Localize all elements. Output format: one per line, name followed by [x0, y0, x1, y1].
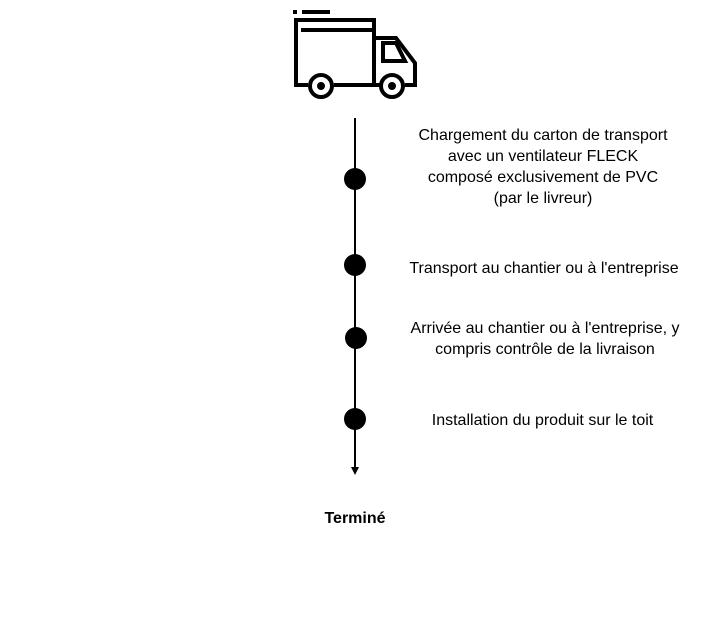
step-marker-1 — [344, 168, 366, 190]
delivery-truck-icon — [293, 10, 417, 99]
step-marker-4 — [344, 408, 366, 430]
end-label: Terminé — [324, 510, 386, 527]
step-label-3: Arrivée au chantier ou à l'entreprise, y… — [410, 320, 680, 358]
step-label-4: Installation du produit sur le toit — [431, 412, 654, 429]
step-label-2: Transport au chantier ou à l'entreprise — [409, 260, 679, 277]
step-marker-3 — [345, 327, 367, 349]
step-label-1: Chargement du carton de transport avec u… — [418, 127, 668, 207]
step-marker-2 — [344, 254, 366, 276]
timeline-arrowhead — [351, 467, 359, 475]
